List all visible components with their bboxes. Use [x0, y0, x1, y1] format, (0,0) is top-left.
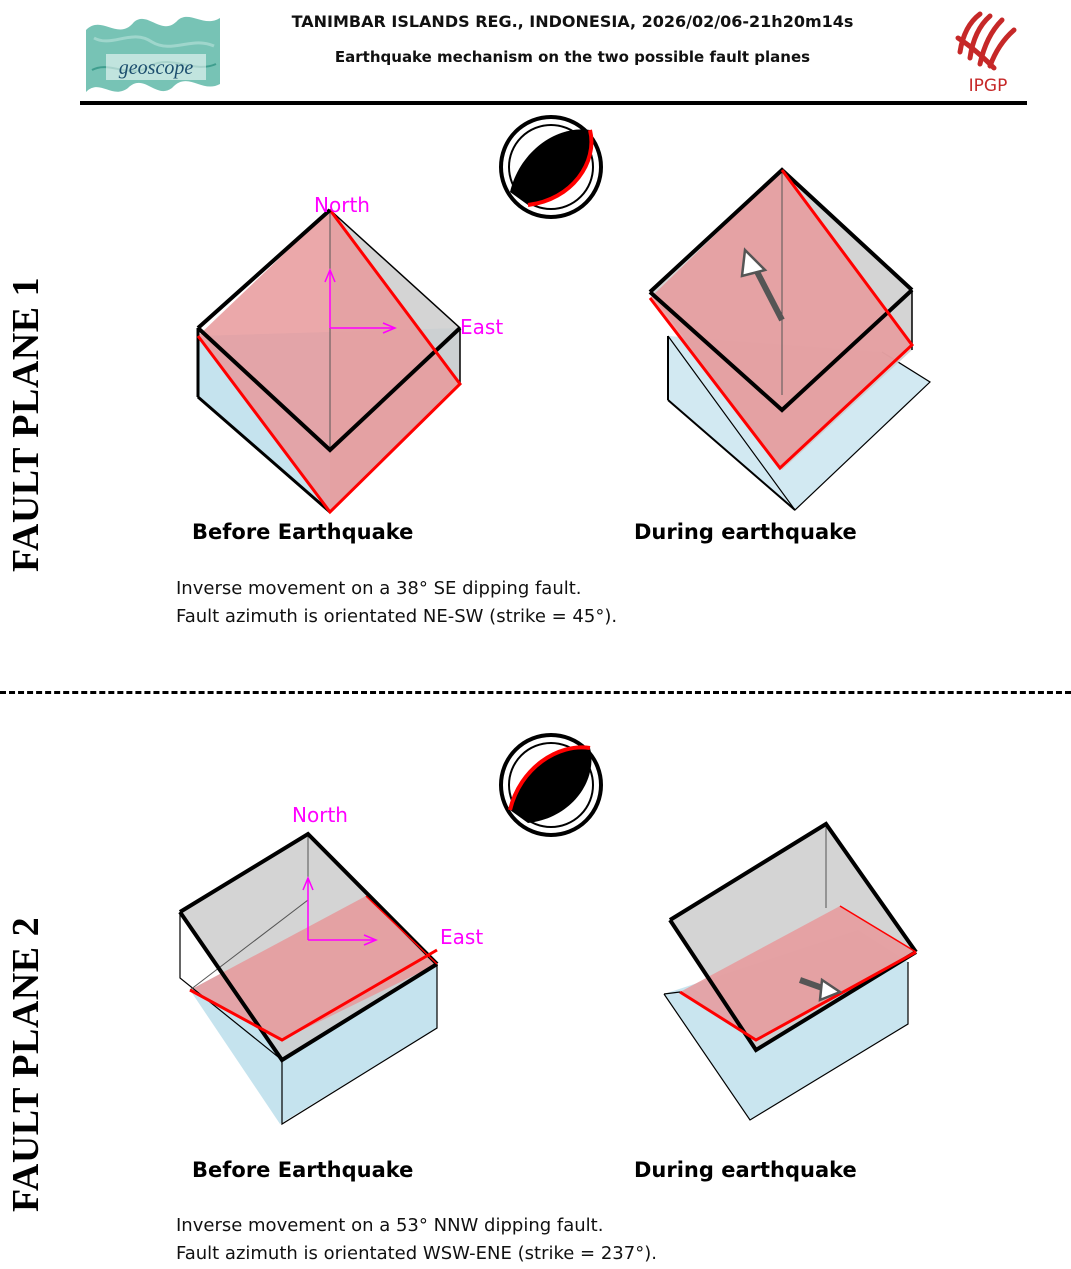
page-subtitle: Earthquake mechanism on the two possible…	[334, 48, 811, 66]
before-block-2: North East	[178, 803, 483, 1126]
description-1-line2: Fault azimuth is orientated NE-SW (strik…	[176, 606, 618, 627]
svg-text:East: East	[440, 925, 483, 949]
before-block-1: North East	[196, 193, 503, 515]
event-title: TANIMBAR ISLANDS REG., INDONESIA, 2026/0…	[291, 12, 854, 31]
before-caption-1: Before Earthquake	[192, 520, 414, 544]
svg-text:IPGP: IPGP	[969, 76, 1008, 96]
during-caption-1: During earthquake	[634, 520, 857, 544]
beachball-1	[499, 115, 603, 219]
before-caption-2: Before Earthquake	[192, 1158, 414, 1182]
during-block-1	[648, 167, 931, 511]
header-rule	[80, 101, 1027, 105]
description-1-line1: Inverse movement on a 38° SE dipping fau…	[176, 578, 582, 599]
description-2-line2: Fault azimuth is orientated WSW-ENE (str…	[176, 1243, 657, 1264]
panel-divider	[0, 691, 1071, 694]
description-2-line1: Inverse movement on a 53° NNW dipping fa…	[176, 1215, 604, 1236]
svg-text:East: East	[460, 315, 503, 339]
fault-plane-1-diagram: North East	[196, 115, 931, 515]
beachball-2	[499, 733, 603, 837]
svg-text:North: North	[314, 193, 370, 217]
fault-plane-2-diagram: North East	[178, 733, 918, 1126]
svg-text:North: North	[292, 803, 348, 827]
during-block-2	[663, 821, 918, 1121]
during-caption-2: During earthquake	[634, 1158, 857, 1182]
svg-text:geoscope: geoscope	[119, 57, 194, 79]
ipgp-logo: IPGP	[955, 11, 1017, 96]
geoscope-logo: geoscope	[86, 16, 220, 93]
